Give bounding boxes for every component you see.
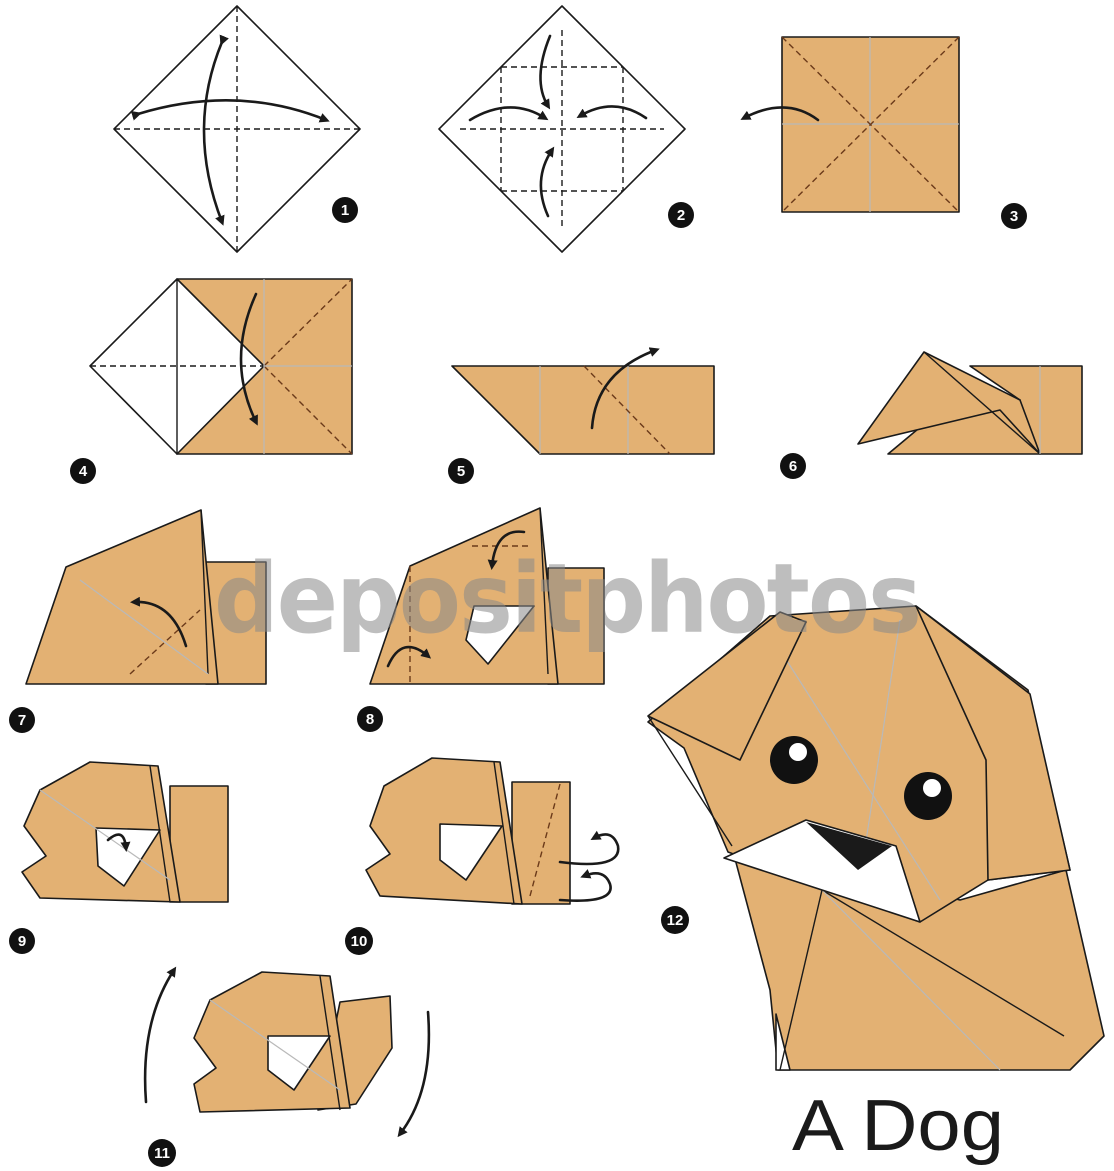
step-2-diagram — [439, 6, 685, 252]
step-number: 8 — [366, 711, 374, 728]
step-number: 6 — [789, 458, 797, 475]
step-number: 11 — [154, 1145, 170, 1162]
step-10-diagram — [366, 758, 618, 904]
step-number-badge-icon: 7 — [9, 707, 35, 733]
step-11-diagram — [145, 970, 429, 1134]
step-number-badge-icon: 5 — [448, 458, 474, 484]
eye-icon — [904, 772, 952, 820]
step-number-badge-icon: 6 — [780, 453, 806, 479]
fold-arrow-icon — [400, 1012, 429, 1134]
diagram-title: A Dog — [792, 1086, 1004, 1166]
step-9-diagram — [22, 762, 228, 902]
watermark: depositphotos — [214, 543, 920, 655]
step-number: 3 — [1010, 208, 1018, 225]
step-number-badge-icon: 10 — [345, 927, 373, 955]
step-number: 1 — [341, 202, 349, 219]
step-4-diagram — [90, 279, 352, 454]
step-1-diagram — [114, 6, 360, 252]
step-number-badge-icon: 4 — [70, 458, 96, 484]
step-number: 2 — [677, 207, 685, 224]
step-3-diagram — [744, 37, 959, 212]
fold-arrow-icon — [145, 970, 174, 1102]
step-number-badge-icon: 9 — [9, 928, 35, 954]
step-6-diagram — [858, 352, 1082, 454]
step-number-badge-icon: 1 — [332, 197, 358, 223]
step-number-badge-icon: 3 — [1001, 203, 1027, 229]
step-number: 4 — [79, 463, 88, 480]
step-number-badge-icon: 2 — [668, 202, 694, 228]
step-number-badge-icon: 11 — [148, 1139, 176, 1167]
step-12-dog — [648, 606, 1104, 1070]
step-number-badge-icon: 12 — [661, 906, 689, 934]
step-number: 7 — [18, 712, 26, 729]
step-number: 9 — [18, 933, 26, 950]
step-number-badge-icon: 8 — [357, 706, 383, 732]
step-number: 10 — [351, 933, 368, 950]
eye-icon — [770, 736, 818, 784]
step-5-diagram — [452, 350, 714, 454]
step-number: 5 — [457, 463, 465, 480]
step-number: 12 — [667, 912, 684, 929]
